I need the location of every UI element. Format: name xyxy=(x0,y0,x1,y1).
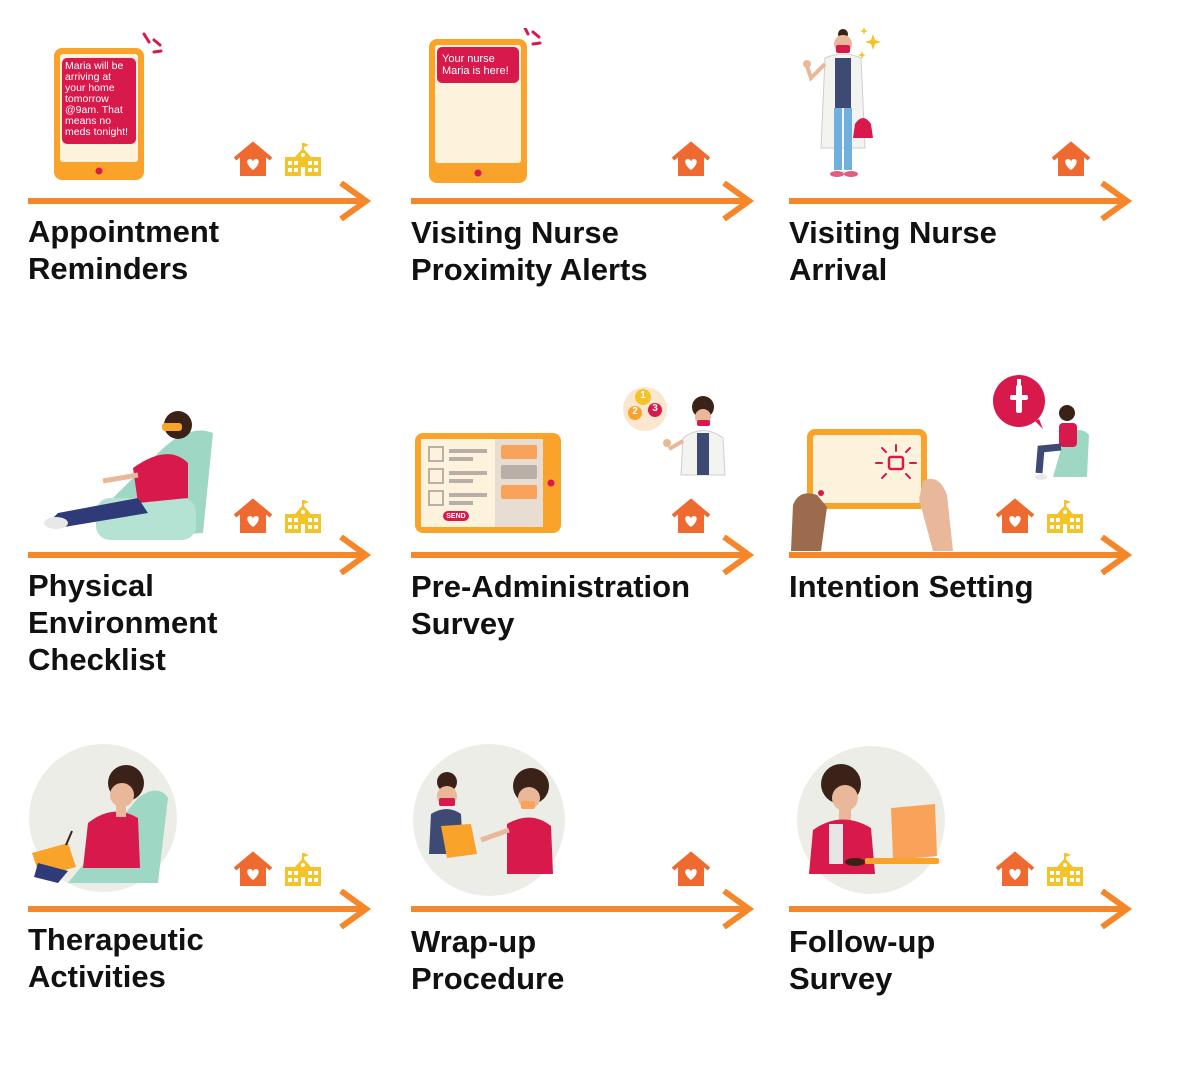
step-title: Wrap-up Procedure xyxy=(411,923,564,997)
number-badge-1: 1 xyxy=(640,390,646,401)
step-title: Therapeutic Activities xyxy=(28,921,204,995)
journaling-patient-illustration xyxy=(29,744,177,892)
home-heart-icon xyxy=(671,498,711,534)
home-heart-icon xyxy=(1051,141,1091,177)
step-title: Follow-up Survey xyxy=(789,923,935,997)
title-line: Visiting Nurse xyxy=(789,215,997,250)
title-line: Therapeutic xyxy=(28,922,204,957)
step-pre-admin-survey: SEND 1 2 3 Pre-Administration Survey xyxy=(411,383,791,713)
home-heart-icon xyxy=(671,141,711,177)
step-follow-up-survey: Follow-up Survey xyxy=(789,738,1169,1068)
laptop-user-illustration xyxy=(797,746,945,894)
title-line: Environment xyxy=(28,605,218,640)
survey-tablet-illustration xyxy=(415,433,561,533)
setting-icons xyxy=(995,851,1085,892)
step-title: Intention Setting xyxy=(789,568,1034,605)
home-heart-icon xyxy=(671,851,711,887)
setting-icons xyxy=(671,141,711,182)
reminder-line: your home xyxy=(65,82,115,94)
tablet-alert-illustration xyxy=(429,28,542,183)
step-nurse-arrival: Visiting Nurse Arrival xyxy=(789,28,1169,358)
alert-line: Your nurse xyxy=(442,53,495,65)
step-intention-setting: Intention Setting xyxy=(789,373,1169,703)
home-heart-icon xyxy=(995,498,1035,534)
home-heart-icon xyxy=(233,498,273,534)
step-appointment-reminders: Maria will be arriving at your home tomo… xyxy=(28,28,408,358)
nurse-patient-clipboard-illustration xyxy=(413,744,565,896)
title-line: Follow-up xyxy=(789,924,936,959)
hands-tablet-illustration xyxy=(791,429,953,551)
home-heart-icon xyxy=(233,851,273,887)
alert-message: Your nurse Maria is here! xyxy=(442,53,509,77)
clinician-numbers-illustration xyxy=(623,387,726,476)
home-heart-icon xyxy=(995,851,1035,887)
title-line: Visiting Nurse xyxy=(411,215,619,250)
reminder-message: Maria will be arriving at your home tomo… xyxy=(65,61,128,138)
title-line: Physical xyxy=(28,568,154,603)
tablet-reminder-illustration xyxy=(54,32,163,180)
reminder-line: @9am. That xyxy=(65,104,123,116)
number-badge-3: 3 xyxy=(652,403,658,414)
title-line: Checklist xyxy=(28,642,166,677)
reclining-patient-illustration xyxy=(44,411,213,540)
title-line: Arrival xyxy=(789,252,888,287)
school-icon xyxy=(283,853,323,887)
meditating-patient-illustration xyxy=(993,375,1089,480)
step-title: Pre-Administration Survey xyxy=(411,568,690,642)
send-button-label: SEND xyxy=(446,513,466,520)
step-title: Physical Environment Checklist xyxy=(28,567,217,678)
reminder-line: arriving at xyxy=(65,71,112,83)
setting-icons xyxy=(233,141,323,182)
title-line: Pre-Administration xyxy=(411,569,691,604)
step-title: Visiting Nurse Proximity Alerts xyxy=(411,214,648,288)
title-line: Proximity Alerts xyxy=(411,252,648,287)
setting-icons xyxy=(1051,141,1091,182)
step-therapeutic-activities: Therapeutic Activities xyxy=(28,738,408,1068)
school-icon xyxy=(1045,853,1085,887)
reminder-line: tomorrow xyxy=(65,93,109,105)
title-line: Reminders xyxy=(28,251,189,286)
nurse-illustration xyxy=(803,28,881,177)
title-line: Procedure xyxy=(411,961,565,996)
title-line: Appointment xyxy=(28,214,220,249)
reminder-line: means no xyxy=(65,115,112,127)
school-icon xyxy=(283,143,323,177)
school-icon xyxy=(1045,500,1085,534)
title-line: Wrap-up xyxy=(411,924,537,959)
reminder-line: meds tonight! xyxy=(65,126,129,138)
setting-icons xyxy=(671,498,711,539)
step-environment-checklist: Physical Environment Checklist xyxy=(28,383,408,713)
title-line: Survey xyxy=(789,961,893,996)
setting-icons xyxy=(995,498,1085,539)
title-line: Intention Setting xyxy=(789,569,1034,604)
setting-icons xyxy=(233,851,323,892)
number-badge-2: 2 xyxy=(632,406,638,417)
step-title: Visiting Nurse Arrival xyxy=(789,214,997,288)
step-title: Appointment Reminders xyxy=(28,213,219,287)
setting-icons xyxy=(671,851,711,892)
alert-line: Maria is here! xyxy=(442,65,509,77)
reminder-line: Maria will be xyxy=(65,60,124,72)
school-icon xyxy=(283,500,323,534)
title-line: Activities xyxy=(28,959,166,994)
setting-icons xyxy=(233,498,323,539)
step-proximity-alerts: Your nurse Maria is here! Visiting Nurse… xyxy=(411,28,791,358)
step-wrap-up: Wrap-up Procedure xyxy=(411,738,791,1068)
home-heart-icon xyxy=(233,141,273,177)
title-line: Survey xyxy=(411,606,515,641)
